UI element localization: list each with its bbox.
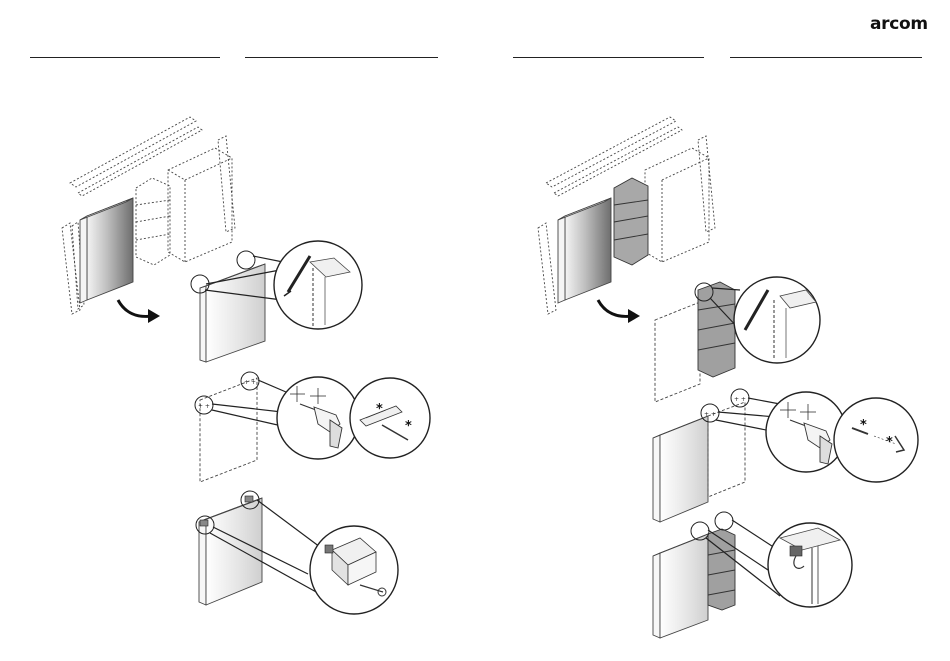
attach-shelf-unit-right — [655, 277, 820, 402]
asterisk-marker: * — [860, 418, 867, 433]
svg-text:+ +: + + — [734, 396, 746, 403]
svg-text:+ +: + + — [704, 411, 716, 418]
asterisk-marker: * — [405, 419, 412, 434]
curved-arrow-left-head — [148, 309, 160, 323]
asterisk-marker: * — [886, 435, 893, 450]
hang-cabinet-left — [196, 491, 398, 614]
curved-arrow-left — [118, 300, 152, 316]
svg-text:+ +: + + — [198, 403, 210, 410]
drill-wall-left: + + + + * * — [195, 372, 430, 482]
cabinet-step2-left — [191, 241, 362, 362]
svg-text:+ +: + + — [244, 379, 256, 386]
curved-arrow-right-head — [628, 309, 640, 323]
mirror-door-left — [80, 198, 133, 303]
drill-wall-right: + + + + * * — [653, 389, 918, 522]
mirror-door-right — [558, 198, 611, 303]
curved-arrow-right — [598, 300, 632, 316]
hang-shelf-unit-right — [653, 512, 852, 638]
asterisk-marker: * — [376, 402, 383, 417]
shelf-unit-highlight-right — [614, 178, 648, 265]
